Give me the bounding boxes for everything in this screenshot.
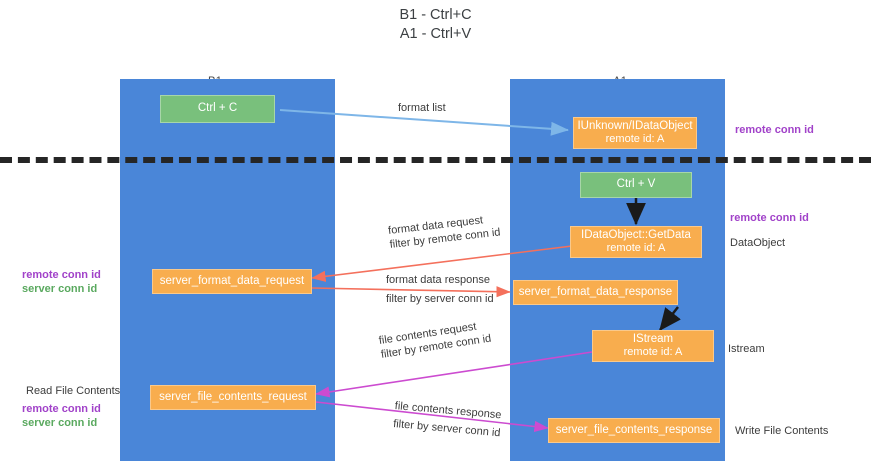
label-format-data-response: format data response [386, 274, 490, 286]
box-server-file-contents-request[interactable]: server_file_contents_request [150, 385, 316, 410]
label-fdres-filter-key: server conn id [424, 293, 494, 305]
box-idataobject-title: IUnknown/IDataObject [577, 119, 693, 132]
box-ctrl-c[interactable]: Ctrl + C [160, 95, 275, 123]
label-left-read-file-contents: Read File Contents [26, 385, 121, 397]
label-fdres-filter-prefix: filter by [386, 293, 425, 305]
box-server-format-data-request[interactable]: server_format_data_request [152, 269, 312, 294]
box-ctrl-v[interactable]: Ctrl + V [580, 172, 692, 198]
label-group-format-data-request: format data request filter by remote con… [387, 211, 502, 251]
label-right-istream: Istream [728, 343, 765, 355]
label-left-remote-conn-id: remote conn id [22, 269, 101, 281]
box-idataobject-remote-id: remote id: A [605, 133, 665, 145]
label-right-dataobject: DataObject [730, 237, 786, 249]
label-fcres-filter-prefix: filter by [392, 417, 433, 434]
label-group-file-contents-response: file contents response filter by server … [393, 399, 503, 440]
box-sfdres-label: server_format_data_response [518, 285, 673, 298]
box-getdata-title: IDataObject::GetData [581, 228, 691, 241]
box-istream-title: IStream [632, 332, 674, 345]
label-group-format-data-response: format data response filter by server co… [386, 273, 494, 306]
label-left-server-conn-id-2: server conn id [22, 417, 98, 429]
box-ctrl-c-label: Ctrl + C [197, 102, 238, 115]
box-ctrl-v-label: Ctrl + V [616, 178, 656, 191]
label-right-write-file-contents: Write File Contents [735, 425, 829, 437]
label-fdreq-filter-prefix: filter by [389, 234, 429, 251]
box-istream[interactable]: IStream remote id: A [592, 330, 714, 362]
box-sfdreq-label: server_format_data_request [159, 274, 305, 287]
label-group-file-contents-request: file contents request filter by remote c… [378, 318, 492, 362]
box-getdata-remote-id: remote id: A [606, 242, 666, 254]
box-server-file-contents-response[interactable]: server_file_contents_response [548, 418, 720, 443]
section-divider [0, 157, 871, 163]
box-idataobject-getdata[interactable]: IDataObject::GetData remote id: A [570, 226, 702, 258]
label-left-server-conn-id: server conn id [22, 283, 98, 295]
label-right-remote-conn-id-mid: remote conn id [730, 212, 809, 224]
box-sfcres-label: server_file_contents_response [555, 423, 713, 436]
label-right-remote-conn-id-top: remote conn id [735, 124, 814, 136]
box-istream-remote-id: remote id: A [623, 346, 683, 358]
box-idataobject-remote[interactable]: IUnknown/IDataObject remote id: A [573, 117, 697, 149]
box-server-format-data-response[interactable]: server_format_data_response [513, 280, 678, 305]
label-format-data-response-filter: filter by server conn id [386, 292, 494, 306]
label-fcres-filter-key: server conn id [431, 421, 501, 440]
label-format-list: format list [398, 102, 446, 114]
label-left-remote-conn-id-2: remote conn id [22, 403, 101, 415]
page-title: B1 - Ctrl+C A1 - Ctrl+V [399, 7, 472, 42]
box-sfcreq-label: server_file_contents_request [159, 390, 307, 403]
